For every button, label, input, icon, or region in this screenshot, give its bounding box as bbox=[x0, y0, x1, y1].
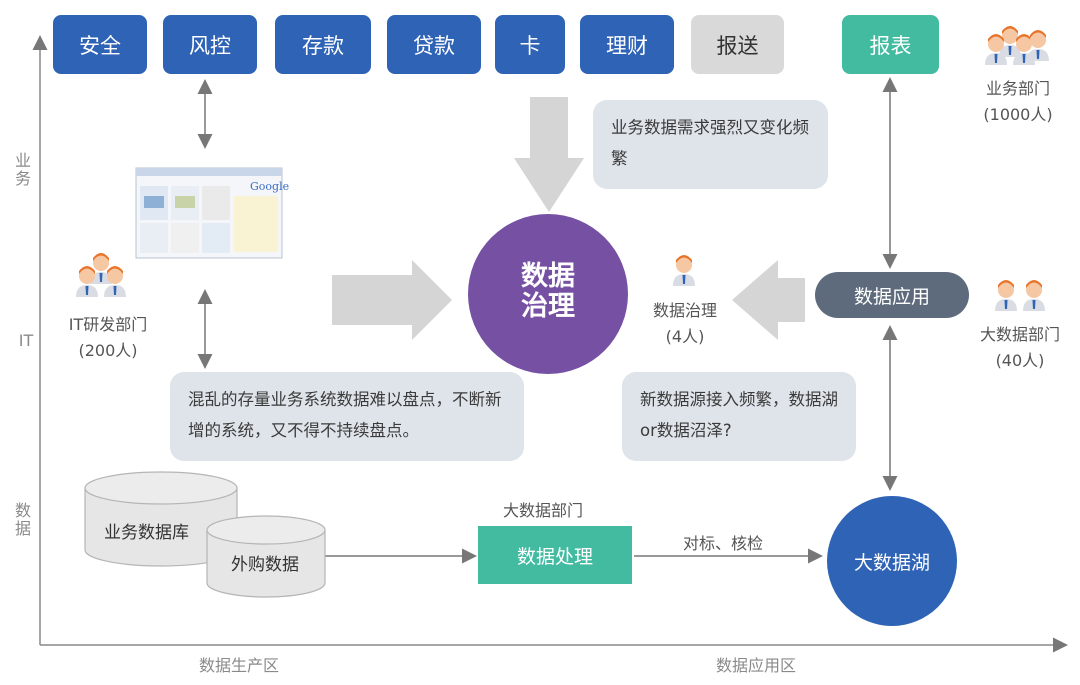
big-arrow-down bbox=[514, 97, 584, 212]
note-new-sources: 新数据源接入频繁，数据湖or数据沼泽? bbox=[622, 372, 856, 461]
processing-dept-label: 大数据部门 bbox=[503, 501, 584, 520]
governance-center-label[interactable]: 数据 治理 bbox=[468, 262, 628, 322]
governance-team-count: (4人) bbox=[665, 327, 705, 346]
governance-center-line1: 数据 bbox=[521, 261, 575, 292]
big-arrow-left bbox=[732, 260, 805, 340]
y-axis-label-data: 数据 bbox=[14, 501, 31, 538]
it-dept-count: (200人) bbox=[78, 341, 138, 360]
it-system-screenshot bbox=[135, 167, 283, 259]
lake-circle bbox=[827, 496, 957, 626]
bigdata-dept-count: (40人) bbox=[995, 351, 1045, 370]
big-arrow-right bbox=[332, 260, 452, 340]
note-it-chaos: 混乱的存量业务系统数据难以盘点，不断新增的系统，又不得不持续盘点。 bbox=[170, 372, 524, 461]
top-button-security[interactable]: 安全 bbox=[53, 15, 147, 74]
it-dept-label: IT研发部门 (200人) bbox=[48, 312, 168, 364]
y-axis-label-it: IT bbox=[18, 331, 34, 350]
business-dept-name: 业务部门 bbox=[985, 79, 1050, 98]
bigdata-dept-name: 大数据部门 bbox=[979, 325, 1060, 344]
business-dept-label: 业务部门 (1000人) bbox=[968, 76, 1068, 128]
top-button-reporting[interactable]: 报送 bbox=[691, 15, 784, 74]
governance-center-line2: 治理 bbox=[521, 291, 575, 322]
top-button-loan[interactable]: 贷款 bbox=[387, 15, 481, 74]
big-data-lake-label[interactable]: 大数据湖 bbox=[853, 552, 930, 574]
top-button-risk[interactable]: 风控 bbox=[163, 15, 257, 74]
note-business-demand: 业务数据需求强烈又变化频繁 bbox=[593, 100, 828, 189]
governance-team-name: 数据治理 bbox=[652, 301, 717, 320]
business-db-label: 业务数据库 bbox=[104, 523, 189, 543]
top-button-deposit[interactable]: 存款 bbox=[275, 15, 371, 74]
top-button-card[interactable]: 卡 bbox=[495, 15, 565, 74]
x-axis-label-application: 数据应用区 bbox=[716, 656, 797, 675]
data-application-button[interactable]: 数据应用 bbox=[815, 272, 969, 318]
governance-team-label: 数据治理 (4人) bbox=[640, 298, 730, 350]
external-db-cylinder bbox=[206, 515, 326, 598]
report-button[interactable]: 报表 bbox=[842, 15, 939, 74]
reconcile-label: 对标、核检 bbox=[683, 534, 764, 553]
x-axis-label-production: 数据生产区 bbox=[199, 656, 280, 675]
data-processing-button[interactable]: 数据处理 bbox=[478, 526, 632, 584]
business-dept-count: (1000人) bbox=[983, 105, 1053, 124]
it-dept-name: IT研发部门 bbox=[68, 315, 148, 334]
external-db-label: 外购数据 bbox=[231, 555, 299, 575]
y-axis-label-business: 业务 bbox=[14, 151, 31, 188]
governance-circle bbox=[468, 214, 628, 374]
bigdata-dept-label: 大数据部门 (40人) bbox=[968, 322, 1072, 374]
screenshot-logo: Google bbox=[250, 180, 290, 193]
top-button-wealth[interactable]: 理财 bbox=[580, 15, 674, 74]
